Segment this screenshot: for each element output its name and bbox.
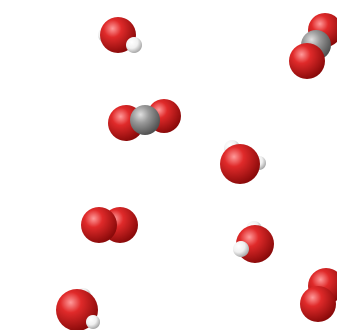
oxygen-atom [81, 207, 117, 243]
oxygen-atom [300, 286, 336, 322]
hydrogen-atom [86, 315, 100, 329]
oxygen-atom [220, 144, 260, 184]
water-molecule [56, 288, 100, 330]
water-molecule [220, 140, 266, 184]
hydrogen-atom [233, 241, 249, 257]
hydrogen-atom [126, 37, 142, 53]
molecules-layer [56, 13, 337, 330]
carbon-dioxide-molecule [108, 99, 181, 141]
oxygen-atom [289, 43, 325, 79]
oxygen-molecule [81, 207, 138, 243]
oxygen-molecule [300, 268, 337, 322]
carbon-atom [130, 105, 160, 135]
carbon-dioxide-molecule [289, 13, 337, 79]
water-molecule [98, 17, 142, 53]
water-molecule [233, 221, 274, 263]
